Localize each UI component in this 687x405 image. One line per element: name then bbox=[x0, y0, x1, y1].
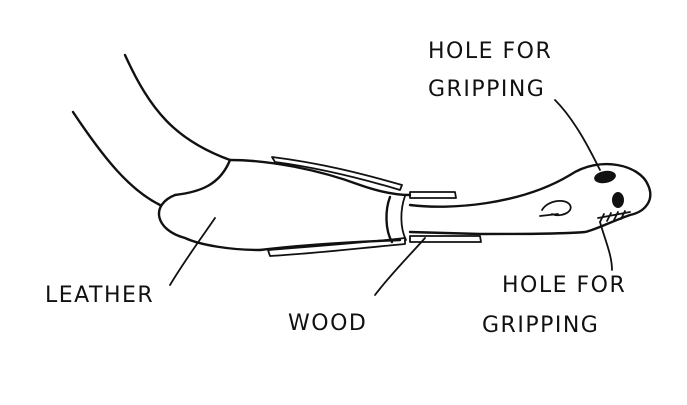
wood-strip-top bbox=[272, 157, 402, 190]
leader-hole-bottom bbox=[600, 222, 612, 270]
collar-top-band bbox=[410, 192, 456, 198]
collar-bottom-band bbox=[410, 236, 481, 242]
label-hole-bottom-line2: GRIPPING bbox=[482, 313, 599, 338]
arm-lower-line bbox=[73, 112, 160, 205]
squiggle-mark bbox=[540, 201, 571, 216]
joint-collar-inner bbox=[401, 196, 406, 240]
label-leather: LEATHER bbox=[45, 283, 154, 308]
label-hole-top-line2: GRIPPING bbox=[428, 77, 545, 102]
leather-socket bbox=[159, 160, 260, 250]
leader-leather bbox=[170, 218, 215, 285]
leader-hole-top bbox=[555, 100, 600, 170]
label-hole-bottom-line1: HOLE FOR bbox=[502, 273, 626, 298]
grip-hole-top bbox=[593, 169, 617, 185]
label-wood: WOOD bbox=[288, 311, 367, 336]
label-hole-top-line1: HOLE FOR bbox=[428, 39, 552, 64]
arm-upper-line bbox=[125, 55, 230, 160]
joint-collar bbox=[386, 197, 392, 242]
grip-hole-middle bbox=[612, 192, 624, 208]
